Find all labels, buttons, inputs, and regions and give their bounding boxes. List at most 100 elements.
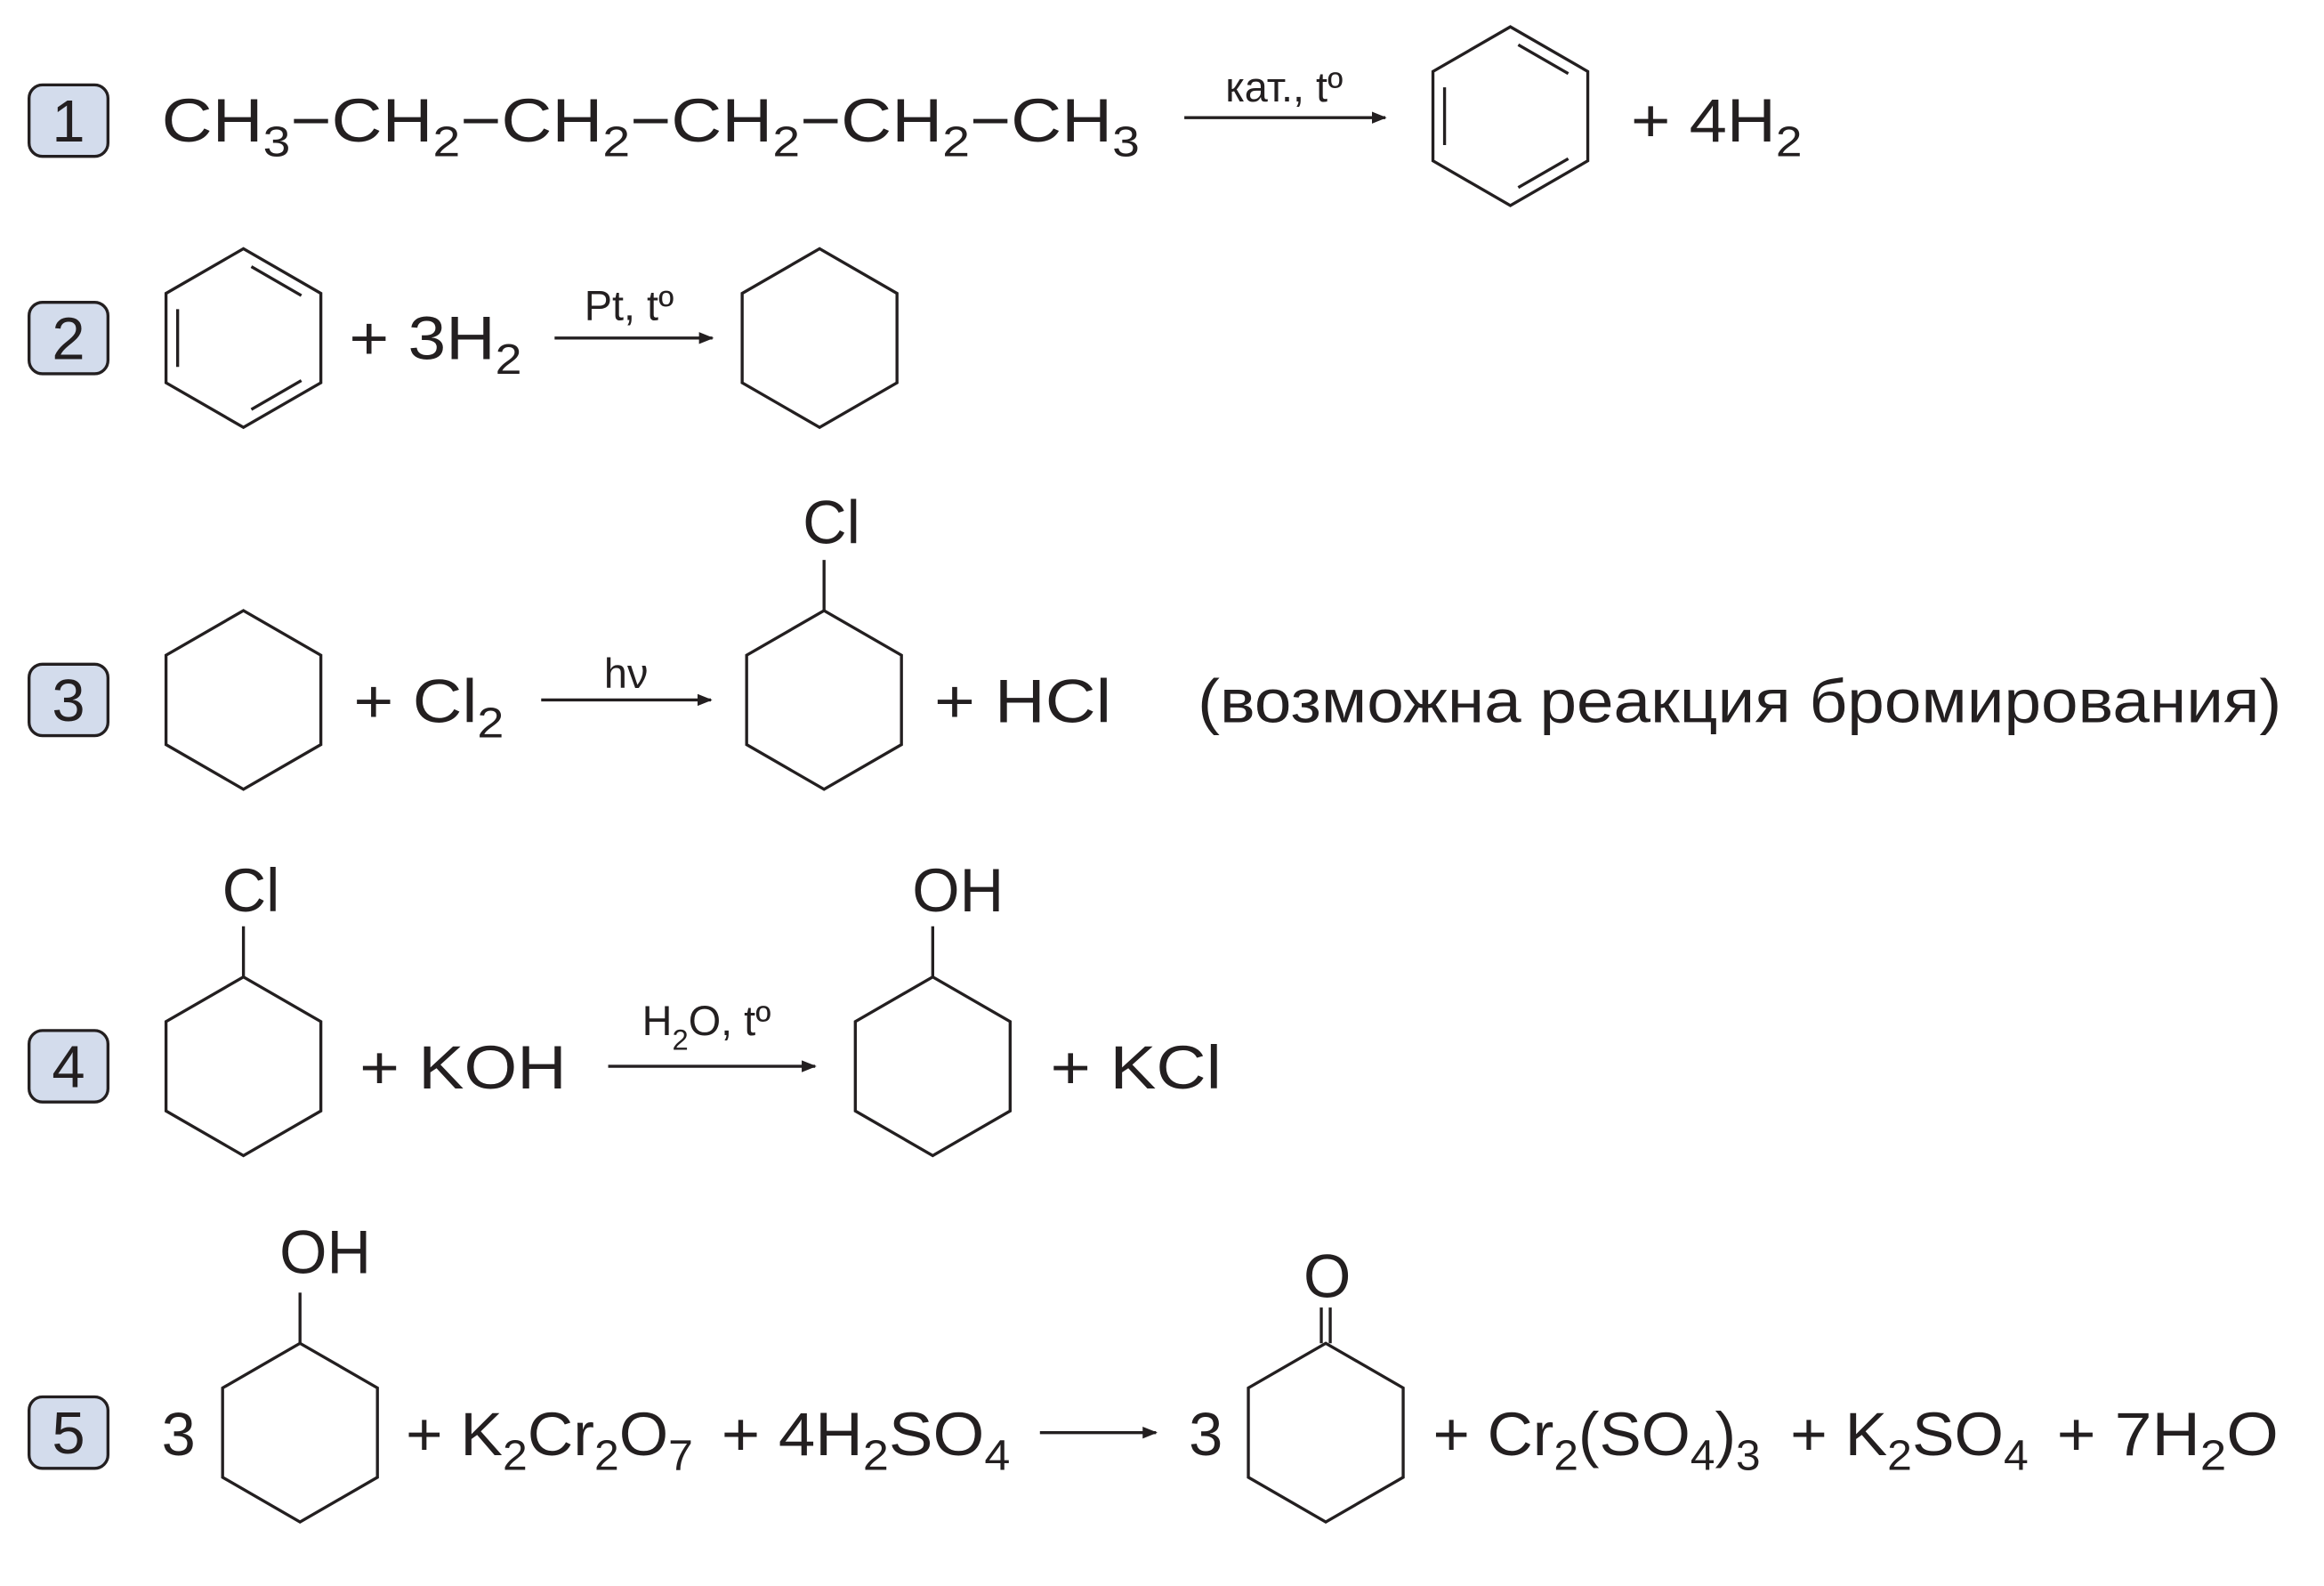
ring-bonds [1247, 1341, 1405, 1524]
double-bond-line [1517, 43, 1570, 76]
subscript: 2 [1553, 1432, 1578, 1479]
chlorocyclohexane-ring [745, 560, 903, 791]
condition-label: hν [604, 651, 648, 697]
benzene-ring [1431, 25, 1590, 207]
hydrogen-reagent: + 3H2​ [349, 303, 521, 384]
subscript: 2 [594, 1432, 619, 1479]
hydrogen-product: + 4H2​ [1631, 86, 1802, 166]
koh-reagent: + KOH [359, 1033, 567, 1102]
formula-text: (SO [1578, 1400, 1691, 1469]
formula-text: O, tº [689, 998, 771, 1044]
subscript: 4 [2004, 1432, 2029, 1479]
formula-text: −CH [630, 86, 772, 155]
condition-label: кат., tº [1225, 64, 1343, 110]
subscript: 3 [1736, 1432, 1761, 1479]
double-bond-line [250, 265, 303, 297]
reaction-number: 3 [52, 668, 85, 734]
formula-text: ) [1715, 1400, 1736, 1469]
badge-5: 5 [27, 1395, 110, 1470]
formula-text: + 4H [722, 1400, 863, 1469]
badge-4: 4 [27, 1029, 110, 1104]
formula-text: + Cl [353, 668, 477, 736]
ring-bonds [853, 975, 1013, 1158]
kcl-byproduct: + KCl [1051, 1033, 1222, 1102]
formula-text: O [619, 1400, 668, 1469]
cyclohexanol-ring [853, 926, 1013, 1158]
double-bond-line [1517, 157, 1570, 190]
reaction-number: 1 [52, 88, 85, 155]
chlorine-reagent: + Cl2​ [353, 668, 504, 748]
formula-text: H [642, 998, 673, 1044]
subscript: 2 [1887, 1432, 1912, 1479]
formula-text: + 7H [2057, 1400, 2200, 1469]
subscript: 2 [863, 1432, 889, 1479]
ring-bonds [164, 975, 323, 1158]
formula-text: + KOH [359, 1033, 567, 1102]
reaction-note: (возможна реакция бромирования) [1198, 668, 2281, 736]
chlorine-substituent: Cl [222, 856, 280, 925]
hydroxyl-substituent: OH [912, 856, 1004, 925]
formula-text: + Cr [1433, 1400, 1554, 1469]
coefficient: 3 [162, 1400, 196, 1469]
cyclohexane-ring [740, 247, 899, 430]
reaction-number: 2 [52, 305, 85, 372]
subscript: 2 [672, 1024, 688, 1056]
chlorine-substituent: Cl [803, 489, 860, 557]
formula-text: −CH [800, 86, 942, 155]
subscript: 2 [433, 119, 461, 166]
benzene-ring [164, 247, 323, 430]
reaction-number: 5 [52, 1400, 85, 1467]
formula-text: −CH [290, 86, 432, 155]
coefficient: 3 [1189, 1400, 1223, 1469]
subscript: 2 [503, 1432, 528, 1479]
subscript: 2 [2200, 1432, 2226, 1479]
formula-text: + K [1790, 1400, 1887, 1469]
formula-text: + 3H [349, 303, 495, 372]
subscript: 3 [1112, 119, 1140, 166]
double-bond-line [250, 379, 303, 411]
formula-text: Cr [528, 1400, 594, 1469]
subscript: 2 [1776, 119, 1803, 166]
oxygen-substituent: O [1303, 1242, 1351, 1310]
formula-text: SO [1912, 1400, 2004, 1469]
formula-text: + KCl [1051, 1033, 1222, 1102]
ring-bonds [221, 1341, 379, 1524]
subscript: 2 [496, 336, 522, 384]
ring-bonds [164, 247, 323, 430]
ring-bonds [164, 609, 323, 791]
formula-text: Pt, tº [585, 283, 674, 329]
cyclohexane-ring [164, 609, 323, 791]
sulfuric-acid-reagent: + 4H2​SO4​ [722, 1400, 1011, 1480]
reaction-number: 4 [52, 1033, 85, 1100]
water-byproduct: + 7H2​O [2057, 1400, 2279, 1480]
formula-text: + K [406, 1400, 503, 1469]
chromium-sulfate-byproduct: + Cr2​(SO4​)3​ [1433, 1400, 1761, 1480]
hydroxyl-substituent: OH [279, 1218, 371, 1287]
subscript: 3 [263, 119, 291, 166]
subscript: 2 [942, 119, 970, 166]
subscript: 4 [984, 1432, 1010, 1479]
subscript: 2 [602, 119, 630, 166]
formula-text: + 4H [1631, 86, 1776, 155]
badge-3: 3 [27, 662, 110, 738]
dichromate-reagent: + K2​Cr2​O7​ [406, 1400, 693, 1480]
formula-text: + HCl [934, 668, 1111, 736]
chlorocyclohexane-ring [164, 926, 323, 1158]
potassium-sulfate-byproduct: + K2​SO4​ [1790, 1400, 2029, 1480]
formula-text: O [2226, 1400, 2279, 1469]
condition-label: H2​O, tº [642, 998, 771, 1056]
badge-1: 1 [27, 83, 110, 158]
formula-text: −CH [460, 86, 602, 155]
cyclohexanol-ring [221, 1292, 379, 1524]
cyclohexanone-ring [1247, 1307, 1405, 1524]
subscript: 7 [668, 1432, 693, 1479]
hexane-formula: CH3​−CH2​−CH2​−CH2​−CH2​−CH3​ [162, 86, 1140, 166]
subscript: 2 [772, 119, 800, 166]
formula-text: −CH [970, 86, 1112, 155]
subscript: 2 [477, 700, 504, 747]
ring-bonds [1431, 25, 1590, 207]
subscript: 4 [1691, 1432, 1715, 1479]
hcl-byproduct: + HCl [934, 668, 1111, 736]
ring-bonds [745, 609, 903, 791]
